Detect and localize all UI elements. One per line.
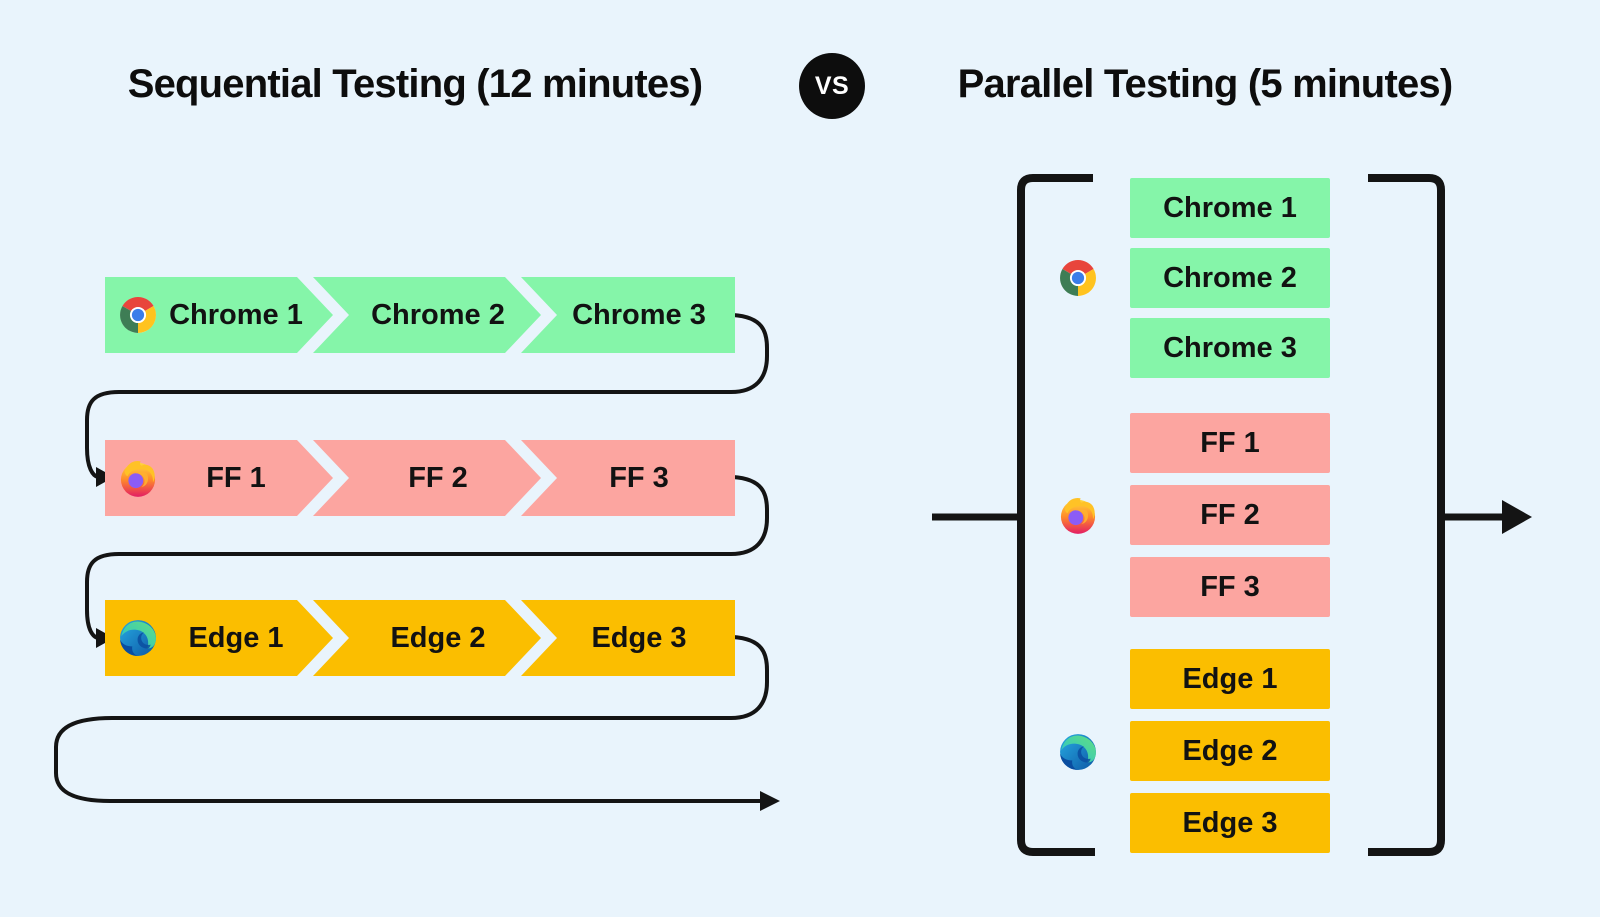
arrowhead-sequential-end: [760, 791, 780, 811]
parallel-box-edge-1: Edge 1: [1130, 649, 1330, 709]
parallel-box-chrome-1: Chrome 1: [1130, 178, 1330, 238]
segment-label: Edge 2: [390, 621, 486, 654]
chevron-segment-edge-3: Edge 3: [521, 600, 735, 676]
firefox-icon: [1057, 494, 1099, 536]
sequential-loop-lines: [54, 313, 769, 803]
box-label: Chrome 3: [1163, 331, 1297, 364]
segment-label: Edge 1: [188, 621, 284, 654]
right-bracket: [1368, 174, 1445, 856]
box-label: Chrome 2: [1163, 261, 1297, 294]
chevron-segment-chrome-1: Chrome 1: [105, 277, 333, 353]
parallel-box-edge-2: Edge 2: [1130, 721, 1330, 781]
segment-label: FF 3: [609, 461, 669, 494]
arrowhead-parallel-exit: [1502, 500, 1532, 534]
chevron-segment-ff-3: FF 3: [521, 440, 735, 516]
segment-label: FF 2: [408, 461, 468, 494]
firefox-icon: [117, 457, 159, 499]
segment-label: Chrome 2: [371, 298, 505, 331]
edge-icon: [117, 617, 159, 659]
box-label: FF 3: [1200, 570, 1260, 603]
chevron-segment-ff-2: FF 2: [313, 440, 541, 516]
segment-label: Edge 3: [591, 621, 687, 654]
chrome-icon: [1057, 257, 1099, 299]
sequential-edge-row: Edge 1 Edge 2 Edge 3: [105, 600, 735, 676]
chevron-segment-edge-1: Edge 1: [105, 600, 333, 676]
chevron-segment-chrome-2: Chrome 2: [313, 277, 541, 353]
parallel-title: Parallel Testing (5 minutes): [957, 62, 1454, 106]
box-label: Edge 2: [1182, 734, 1278, 767]
sequential-firefox-row: FF 1 FF 2 FF 3: [105, 440, 735, 516]
parallel-box-edge-3: Edge 3: [1130, 793, 1330, 853]
chevron-segment-ff-1: FF 1: [105, 440, 333, 516]
parallel-box-chrome-3: Chrome 3: [1130, 318, 1330, 378]
sequential-title: Sequential Testing (12 minutes): [127, 62, 703, 106]
chevron-segment-edge-2: Edge 2: [313, 600, 541, 676]
vs-badge: VS: [799, 53, 865, 119]
parallel-box-chrome-2: Chrome 2: [1130, 248, 1330, 308]
chrome-icon: [117, 294, 159, 336]
box-label: FF 2: [1200, 498, 1260, 531]
edge-icon: [1057, 731, 1099, 773]
sequential-chrome-row: Chrome 1 Chrome 2 Chrome 3: [105, 277, 735, 353]
box-label: FF 1: [1200, 426, 1260, 459]
segment-label: Chrome 1: [169, 298, 303, 331]
parallel-box-ff-1: FF 1: [1130, 413, 1330, 473]
box-label: Chrome 1: [1163, 191, 1297, 224]
chevron-segment-chrome-3: Chrome 3: [521, 277, 735, 353]
box-label: Edge 3: [1182, 806, 1278, 839]
segment-label: Chrome 3: [572, 298, 706, 331]
segment-label: FF 1: [206, 461, 266, 494]
parallel-box-ff-2: FF 2: [1130, 485, 1330, 545]
parallel-box-ff-3: FF 3: [1130, 557, 1330, 617]
box-label: Edge 1: [1182, 662, 1278, 695]
